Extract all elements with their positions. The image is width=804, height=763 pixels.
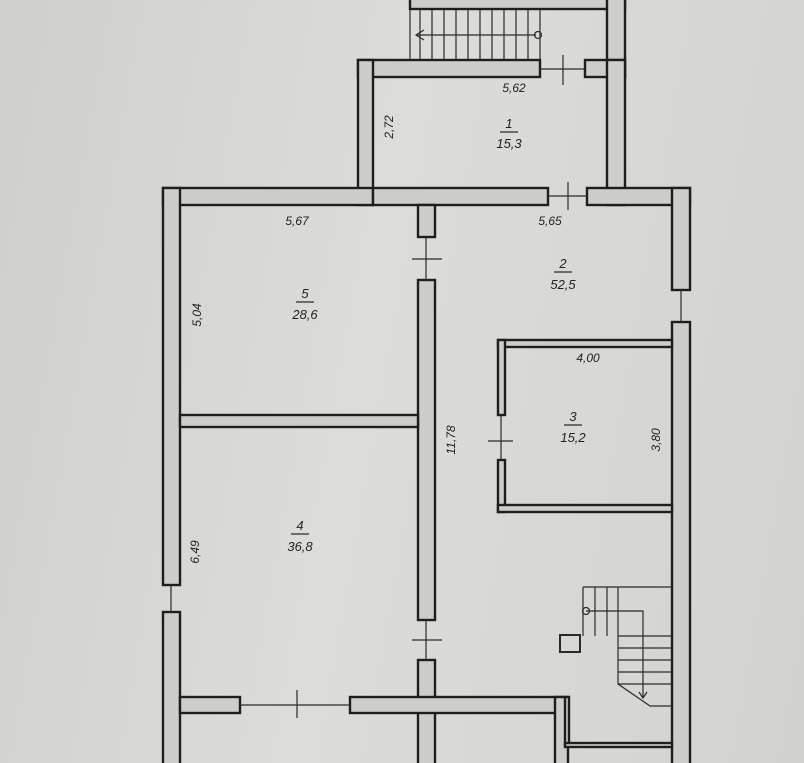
dim-room3-height: 3,80 bbox=[649, 428, 663, 452]
room-area: 28,6 bbox=[291, 307, 318, 322]
dim-room1-width: 5,62 bbox=[502, 81, 526, 95]
walls bbox=[161, 0, 692, 763]
room-3: 3 15,2 bbox=[560, 409, 586, 445]
room-4: 4 36,8 bbox=[287, 518, 313, 554]
room-number: 2 bbox=[558, 256, 567, 271]
dimension-labels: 5,62 2,72 5,67 5,04 5,65 11,78 4,00 3,80… bbox=[188, 81, 663, 564]
room-1: 1 15,3 bbox=[496, 116, 522, 151]
dim-room5-height: 5,04 bbox=[190, 303, 204, 327]
room-number: 4 bbox=[296, 518, 303, 533]
room-area: 15,3 bbox=[496, 136, 522, 151]
room-area: 52,5 bbox=[550, 277, 576, 292]
dim-room3-width: 4,00 bbox=[576, 351, 600, 365]
room-number: 1 bbox=[505, 116, 512, 131]
room-5: 5 28,6 bbox=[291, 286, 318, 322]
doors-windows bbox=[170, 55, 682, 718]
dim-room5-width: 5,67 bbox=[285, 214, 310, 228]
top-staircase bbox=[409, 10, 543, 60]
room-number: 5 bbox=[301, 286, 309, 301]
room-area: 15,2 bbox=[560, 430, 586, 445]
dim-room2-width: 5,65 bbox=[538, 214, 562, 228]
dim-room2-length: 11,78 bbox=[444, 425, 458, 454]
room-2: 2 52,5 bbox=[550, 256, 576, 292]
dim-room4-height: 6,49 bbox=[188, 540, 202, 564]
room-area: 36,8 bbox=[287, 539, 313, 554]
room-number: 3 bbox=[569, 409, 577, 424]
lower-staircase bbox=[559, 586, 672, 707]
dim-room1-height: 2,72 bbox=[382, 115, 396, 140]
